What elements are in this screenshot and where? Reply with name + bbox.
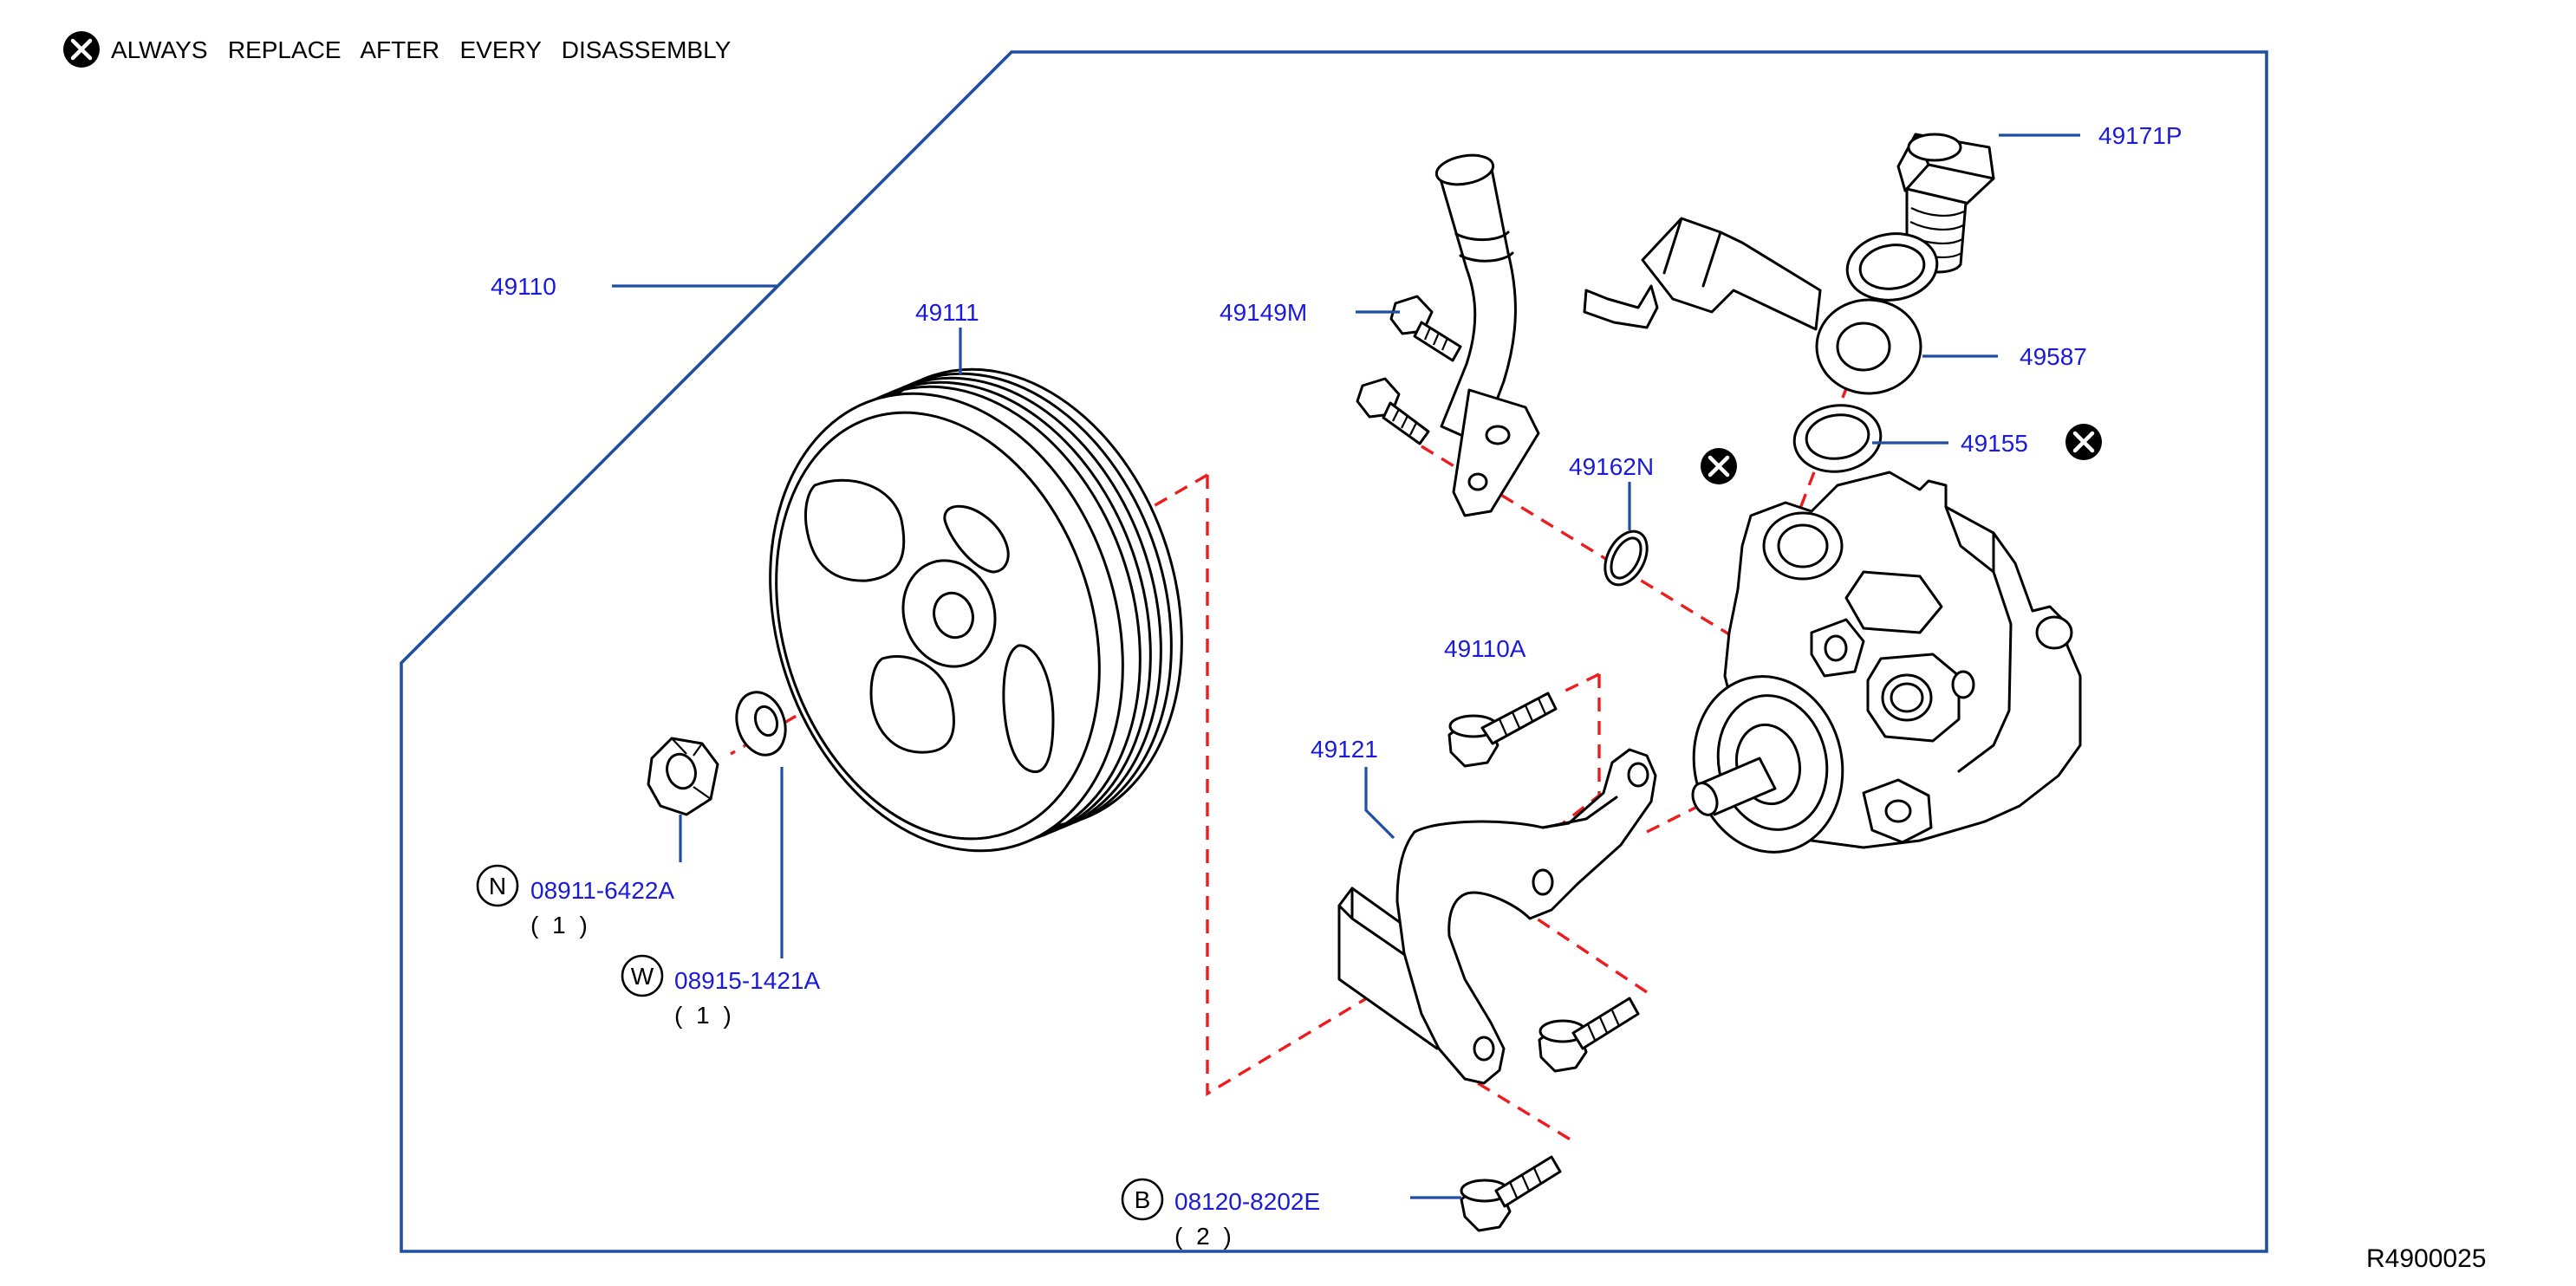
nut-symbol-icon bbox=[476, 864, 519, 907]
washer-symbol: W bbox=[631, 963, 654, 990]
bolt-symbol: B bbox=[1135, 1186, 1151, 1213]
label-49155[interactable]: 49155 bbox=[1961, 430, 2028, 457]
bolt-qty: ( 2 ) bbox=[1174, 1223, 1235, 1250]
hose-bolt-upper[interactable] bbox=[1389, 295, 1462, 362]
hex-nut[interactable] bbox=[647, 737, 719, 816]
lock-washer[interactable] bbox=[729, 685, 793, 761]
copper-washer-upper[interactable] bbox=[1843, 228, 1942, 306]
label-49110A[interactable]: 49110A bbox=[1444, 635, 1526, 662]
legend-text: ALWAYS REPLACE AFTER EVERY DISASSEMBLY bbox=[111, 36, 732, 63]
washer-qty: ( 1 ) bbox=[674, 1002, 735, 1029]
label-08915-1421A: 08915-1421A bbox=[674, 967, 820, 994]
label-49162N[interactable]: 49162N bbox=[1569, 453, 1654, 480]
nut-qty: ( 1 ) bbox=[530, 912, 591, 939]
label-49171P[interactable]: 49171P bbox=[2098, 122, 2182, 149]
power-steering-pump[interactable] bbox=[1678, 471, 2082, 866]
label-08911-6422A: 08911-6422A bbox=[530, 877, 674, 904]
nut-callout[interactable]: N 08911-6422A ( 1 ) bbox=[476, 864, 674, 939]
bolt-08120-8202e[interactable] bbox=[1460, 1155, 1562, 1232]
bolt-callout[interactable]: B 08120-8202E ( 2 ) bbox=[1121, 1178, 1320, 1250]
diagram-code: R4900025 bbox=[2366, 1244, 2486, 1273]
label-49149M[interactable]: 49149M bbox=[1220, 299, 1307, 326]
label-49121[interactable]: 49121 bbox=[1311, 736, 1378, 763]
nut-symbol: N bbox=[489, 873, 506, 900]
label-49110[interactable]: 49110 bbox=[491, 273, 556, 300]
assembly-frame bbox=[400, 50, 2268, 1253]
washer-callout[interactable]: W 08915-1421A ( 1 ) bbox=[621, 954, 820, 1029]
copper-washer-49155[interactable] bbox=[1790, 399, 1885, 477]
replace-icon-49155 bbox=[2065, 424, 2102, 460]
replace-icon-49162n bbox=[1701, 448, 1737, 484]
hose-bolt-lower[interactable] bbox=[1356, 377, 1430, 445]
suction-pipe-49149m[interactable] bbox=[1434, 152, 1540, 517]
label-49111[interactable]: 49111 bbox=[915, 299, 979, 326]
bolt-symbol-icon bbox=[1121, 1178, 1164, 1221]
washer-symbol-icon bbox=[621, 954, 664, 997]
bracket-leader bbox=[1364, 767, 1395, 840]
bolt-49110a[interactable] bbox=[1447, 692, 1558, 768]
bracket-bolt-mid[interactable] bbox=[1538, 997, 1640, 1073]
legend: ALWAYS REPLACE AFTER EVERY DISASSEMBLY bbox=[63, 31, 732, 68]
replace-symbol-icon bbox=[63, 31, 100, 68]
bracket-49121[interactable] bbox=[1337, 748, 1657, 1085]
label-08120-8202E: 08120-8202E bbox=[1174, 1188, 1320, 1215]
o-ring-49162n[interactable] bbox=[1597, 524, 1656, 592]
pressure-hose-49587[interactable] bbox=[1583, 217, 1922, 395]
label-49587[interactable]: 49587 bbox=[2020, 343, 2087, 370]
pulley-49111[interactable] bbox=[713, 323, 1239, 897]
